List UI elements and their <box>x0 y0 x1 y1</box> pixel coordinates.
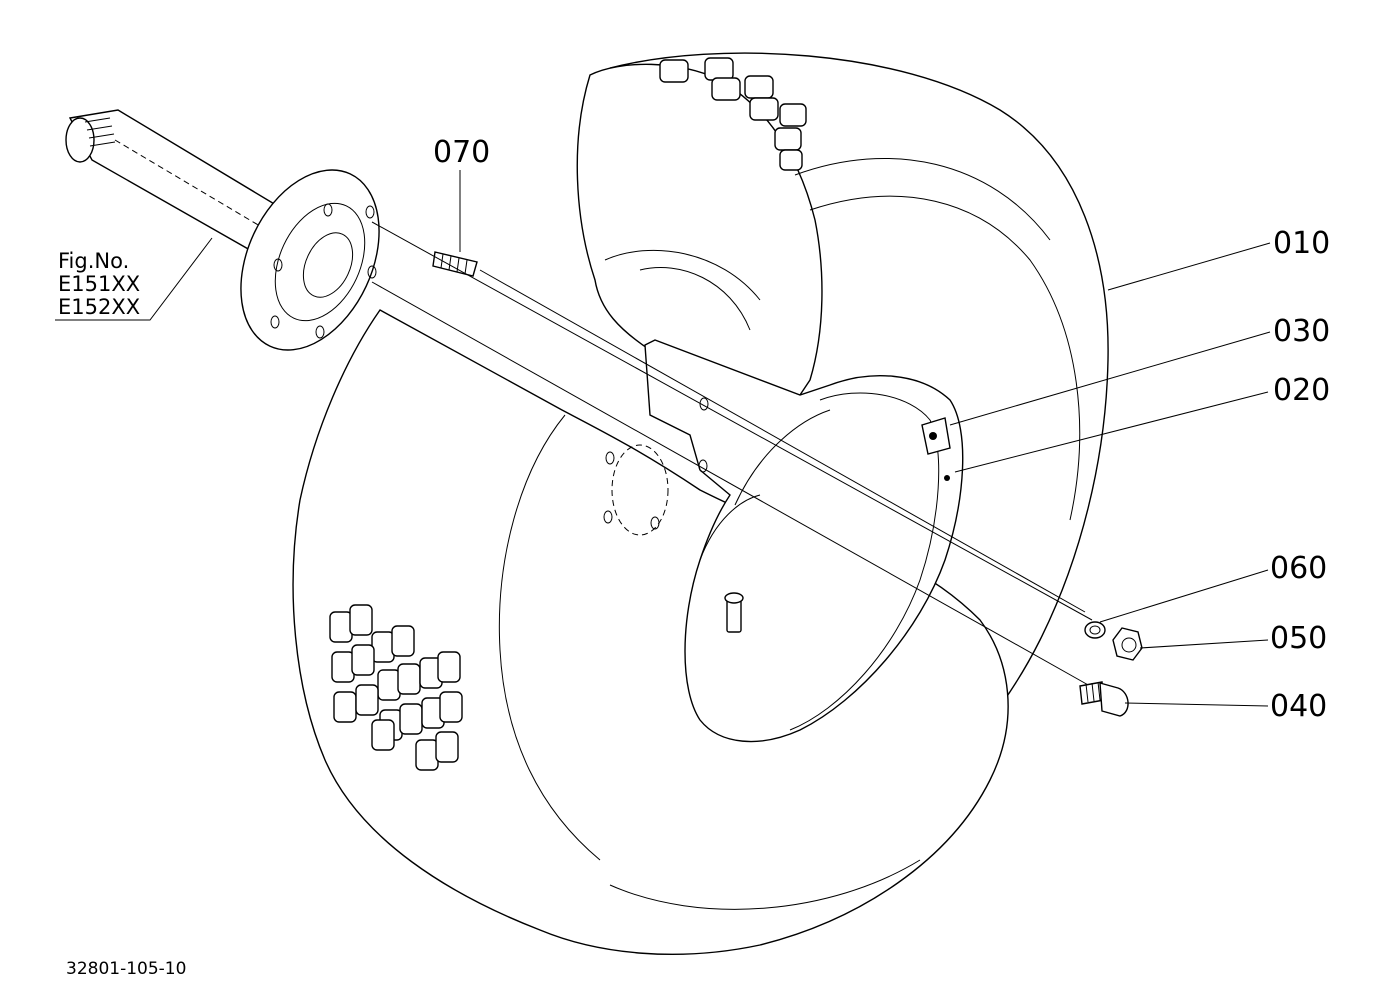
part-030 <box>921 417 951 455</box>
fig-ref-label: Fig.No. <box>58 249 129 273</box>
hub-flange <box>240 169 380 351</box>
rim-020 <box>603 339 964 743</box>
callout-020: 020 <box>1273 373 1330 408</box>
callout-030: 030 <box>1273 314 1330 349</box>
axle-shaft <box>65 109 380 351</box>
fig-ref-e152: E152XX <box>58 295 140 319</box>
callout-050: 050 <box>1270 621 1327 656</box>
callout-040: 040 <box>1270 689 1327 724</box>
assembly-lines <box>371 221 1093 687</box>
marker-dot <box>944 475 950 481</box>
callout-010: 010 <box>1273 226 1330 261</box>
tread-lugs-rear <box>659 57 807 171</box>
tread-lugs-front <box>329 604 463 771</box>
bolt-040 <box>1079 681 1129 717</box>
tire-010 <box>292 52 1109 956</box>
washer-060 <box>1084 621 1106 639</box>
nut-050 <box>1112 627 1143 661</box>
callout-070: 070 <box>433 135 490 170</box>
fig-ref-e151: E151XX <box>58 272 140 296</box>
stud-070 <box>432 251 478 277</box>
callout-060: 060 <box>1270 551 1327 586</box>
leader-lines <box>55 170 1271 707</box>
drawing-number: 32801-105-10 <box>66 959 186 979</box>
